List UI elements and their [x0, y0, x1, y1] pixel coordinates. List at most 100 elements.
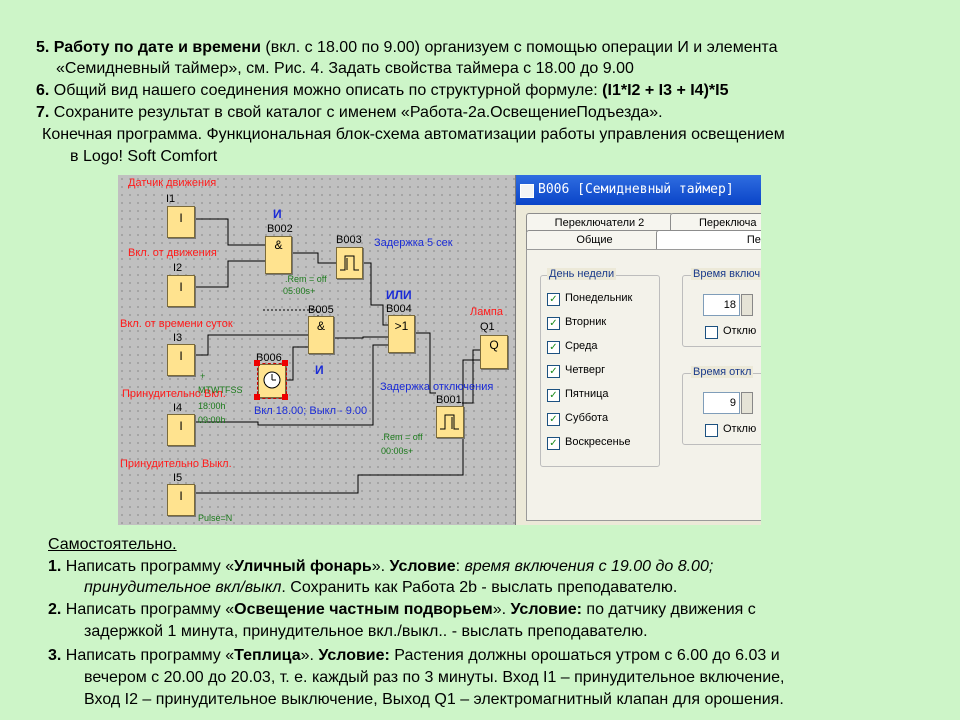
param-plus: + [200, 371, 206, 381]
paragraph-6: 6. Общий вид нашего соединения можно опи… [36, 80, 728, 101]
final-program-line1: Конечная программа. Функциональная блок-… [42, 126, 785, 143]
tab-parameters[interactable]: Пер [656, 230, 761, 249]
label-i4: I4 [173, 402, 183, 414]
p5-text: (вкл. с 18.00 по 9.00) организуем с помо… [260, 39, 778, 56]
wire-b004-b001 [413, 332, 436, 394]
off-hour-input[interactable]: 9 [703, 392, 740, 414]
day-label: Воскресенье [565, 436, 631, 448]
label-motion-sensor: Датчик движения [128, 177, 217, 189]
label-on-from-time: Вкл. от времени суток [120, 318, 233, 330]
param-off-time: 09:00h [198, 415, 226, 425]
delay-block-b001[interactable] [436, 406, 464, 438]
label-and: И [273, 207, 282, 221]
day-checkbox[interactable]: ✓ [547, 389, 560, 402]
selection-handle[interactable] [282, 360, 288, 366]
day-checkbox[interactable]: ✓ [547, 293, 560, 306]
and-block-b005[interactable]: & [308, 316, 334, 354]
tab-switches-cut[interactable]: Переключа [670, 213, 761, 232]
label-delay-off: Задержка отключения [380, 381, 494, 393]
input-block-i5[interactable]: I [167, 484, 195, 516]
task-2: 2. Написать программу «Освещение частным… [48, 601, 756, 618]
task-3-line2: вечером с 20.00 до 20.03, т. е. каждый р… [84, 669, 785, 686]
label-lamp: Лампа [470, 306, 503, 318]
pulse-icon [340, 255, 359, 271]
on-disable-checkbox[interactable] [705, 326, 718, 339]
p5-number: 5. [36, 39, 50, 56]
on-hour-input[interactable]: 18 [703, 294, 740, 316]
label-on-from-motion: Вкл. от движения [128, 247, 217, 259]
block-diagram: Датчик движения I1 I Вкл. от движения I2… [118, 175, 518, 525]
p5-bold: Работу по дате и времени [53, 39, 261, 56]
dialog-title-bar[interactable]: B006 [Семидневный таймер] [516, 175, 761, 205]
paragraph-7: 7. Сохраните результат в свой каталог с … [36, 102, 663, 123]
task-2-line2: задержкой 1 минута, принудительное вкл./… [84, 623, 648, 640]
day-checkbox[interactable]: ✓ [547, 437, 560, 450]
p6-text: Общий вид нашего соединения можно описат… [49, 82, 603, 99]
label-b006: B006 [256, 352, 282, 364]
param-t2: 00:00s+ [381, 446, 414, 456]
wire-b005-b004 [332, 336, 388, 339]
wire-i1-b002 [195, 218, 265, 246]
and-block-b002[interactable]: & [265, 236, 292, 274]
day-label: Суббота [565, 412, 609, 424]
day-checkbox[interactable]: ✓ [547, 341, 560, 354]
label-b003: B003 [336, 234, 362, 246]
label-i2: I2 [173, 262, 183, 274]
input-block-i4[interactable]: I [167, 414, 195, 446]
wire-b006-b005 [284, 346, 308, 381]
label-delay-5s: Задержка 5 сек [374, 237, 453, 249]
off-hour-spinner[interactable] [741, 392, 753, 414]
label-force-on: Принудительно Вкл. [122, 388, 226, 400]
tab-switches2[interactable]: Переключатели 2 [526, 213, 673, 232]
wire-i2-b002 [195, 260, 265, 288]
label-or: ИЛИ [386, 288, 412, 302]
on-hour-spinner[interactable] [741, 294, 753, 316]
label-timer-note: Вкл 18.00; Выкл - 9.00 [254, 405, 368, 417]
day-checkbox[interactable]: ✓ [547, 365, 560, 378]
clock-icon [263, 371, 281, 389]
diagram-wires [195, 218, 480, 494]
label-b005: B005 [308, 304, 334, 316]
paragraph-5: 5. Работу по дате и времени (вкл. с 18.0… [36, 37, 777, 58]
label-force-off: Принудительно Выкл. [120, 458, 232, 470]
wire-i5-q1 [195, 359, 480, 494]
input-block-i1[interactable]: I [167, 206, 195, 238]
label-i1: I1 [166, 193, 176, 205]
wire-i3-b005 [195, 334, 308, 356]
wire-b001-q1 [462, 349, 480, 404]
day-checkbox[interactable]: ✓ [547, 413, 560, 426]
label-b004: B004 [386, 303, 412, 315]
tab-general[interactable]: Общие [526, 230, 663, 249]
days-group: День недели ✓Понедельник✓Вторник✓Среда✓Ч… [540, 268, 660, 467]
paragraph-5-line2: «Семидневный таймер», см. Рис. 4. Задать… [56, 60, 634, 77]
formula: (I1*I2 + I3 + I4)*I5 [602, 82, 729, 99]
input-block-i3[interactable]: I [167, 344, 195, 376]
delay-block-b003[interactable] [336, 247, 363, 279]
off-disable-checkbox[interactable] [705, 424, 718, 437]
selection-handle[interactable] [254, 394, 260, 400]
day-label: Понедельник [565, 292, 633, 304]
input-block-i2[interactable]: I [167, 275, 195, 307]
label-q1: Q1 [480, 321, 495, 333]
label-and-2: И [315, 363, 324, 377]
tasks-heading: Самостоятельно. [48, 536, 177, 553]
day-label: Вторник [565, 316, 607, 328]
off-time-group-label: Время откл [691, 366, 754, 378]
timer-properties-dialog: B006 [Семидневный таймер] Переключатели … [515, 175, 761, 525]
label-i3: I3 [173, 332, 183, 344]
or-block-b004[interactable]: >1 [388, 315, 415, 353]
param-rem1: .Rem = off [285, 274, 327, 284]
label-b001: B001 [436, 394, 462, 406]
p7-number: 7. [36, 104, 50, 121]
selection-handle[interactable] [254, 360, 260, 366]
output-block-q1[interactable]: Q [480, 335, 508, 369]
selection-handle[interactable] [282, 394, 288, 400]
param-on-time: 18:00h [198, 401, 226, 411]
wire-b002-b003 [290, 252, 336, 264]
label-i5: I5 [173, 472, 183, 484]
days-group-label: День недели [547, 268, 617, 280]
on-time-group: Время включ 18 Отклю [682, 268, 761, 347]
timer-block-b006[interactable] [257, 363, 287, 399]
param-rem2: .Rem = off [381, 432, 423, 442]
day-checkbox[interactable]: ✓ [547, 317, 560, 330]
